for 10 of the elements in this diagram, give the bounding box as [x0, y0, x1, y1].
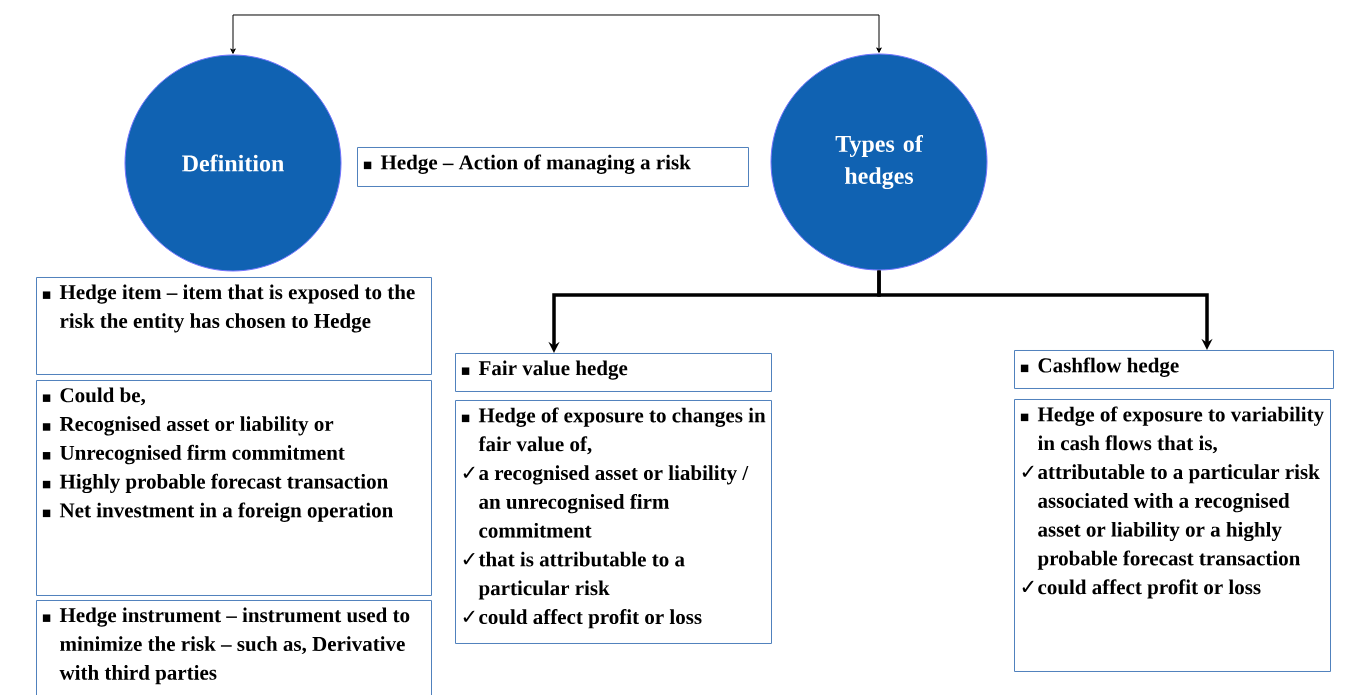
text-box: ▪ Hedge instrument – instrument used to minimize the risk – such as, Derivative with third parties: [36, 600, 432, 695]
text-box: ▪ Fair value hedge: [455, 353, 772, 392]
text-box: ▪ Cashflow hedge: [1014, 350, 1334, 389]
text-box: ▪ Hedge of exposure to changes in fair value of, ✓a recognised asset or liability / an unrecognised firm commitment ✓that is attributable to a particular risk ✓could affect profit or loss: [455, 400, 772, 644]
text-box: ▪ Hedge item – item that is exposed to the risk the entity has chosen to Hedge: [36, 277, 432, 375]
arrow: [230, 14, 551, 54]
text-box: ▪ Hedge – Action of managing a risk: [357, 147, 749, 187]
arrow: [549, 14, 882, 53]
text-box: ▪ Could be, ▪ Recognised asset or liability or ▪ Unrecognised firm commitment ▪ Highly probable forecast transaction ▪ Net investment in a foreign operation: [36, 380, 432, 596]
text-box: ▪ Hedge of exposure to variability in cash flows that is, ✓attributable to a particular risk associated with a recognised asset or liability or a highly probable forecast transaction ✓could affect profit or loss: [1014, 399, 1331, 672]
